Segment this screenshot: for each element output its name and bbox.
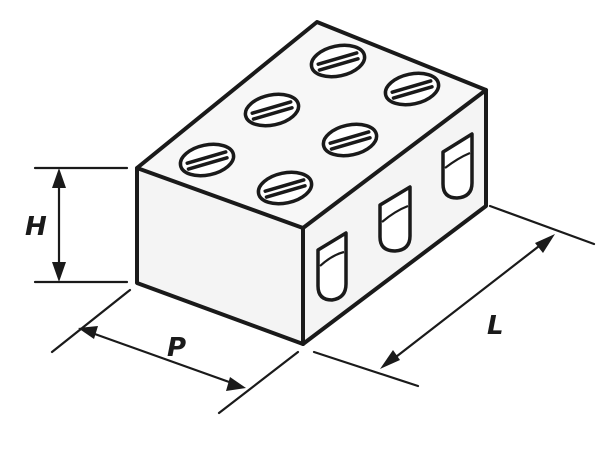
block-top-face [137, 22, 486, 228]
length-arrow-down [380, 350, 400, 369]
depth-arrow-right [226, 377, 246, 391]
screw-hole [321, 122, 379, 158]
screw-hole [309, 43, 367, 79]
depth-extension-left [50, 288, 132, 354]
screw-hole [383, 71, 441, 107]
wire-opening [378, 185, 412, 253]
length-dimension: L [312, 204, 596, 388]
wire-opening [441, 132, 474, 200]
length-extension-left [312, 350, 420, 388]
depth-arrow-left [78, 326, 98, 339]
screw-hole [178, 142, 236, 178]
depth-dimension: P [50, 288, 300, 415]
height-arrow-up [52, 168, 66, 188]
screw-hole [256, 170, 314, 206]
wire-openings [316, 132, 474, 302]
screw-hole [243, 92, 301, 128]
block-front-face [137, 168, 303, 344]
length-label: L [487, 311, 504, 341]
length-extension-right [488, 204, 596, 246]
depth-dimension-line [90, 331, 234, 385]
depth-extension-right [217, 350, 300, 415]
length-dimension-line [390, 241, 545, 362]
block-right-top-edge [301, 88, 488, 230]
screw-holes [178, 43, 441, 206]
depth-label: P [167, 333, 186, 363]
height-dimension: H [25, 166, 129, 284]
wire-opening [316, 231, 348, 302]
height-arrow-down [52, 262, 66, 282]
block-front-top-edge [135, 166, 305, 230]
length-arrow-up [535, 234, 555, 253]
block-outline [135, 20, 488, 346]
height-label: H [25, 212, 47, 242]
